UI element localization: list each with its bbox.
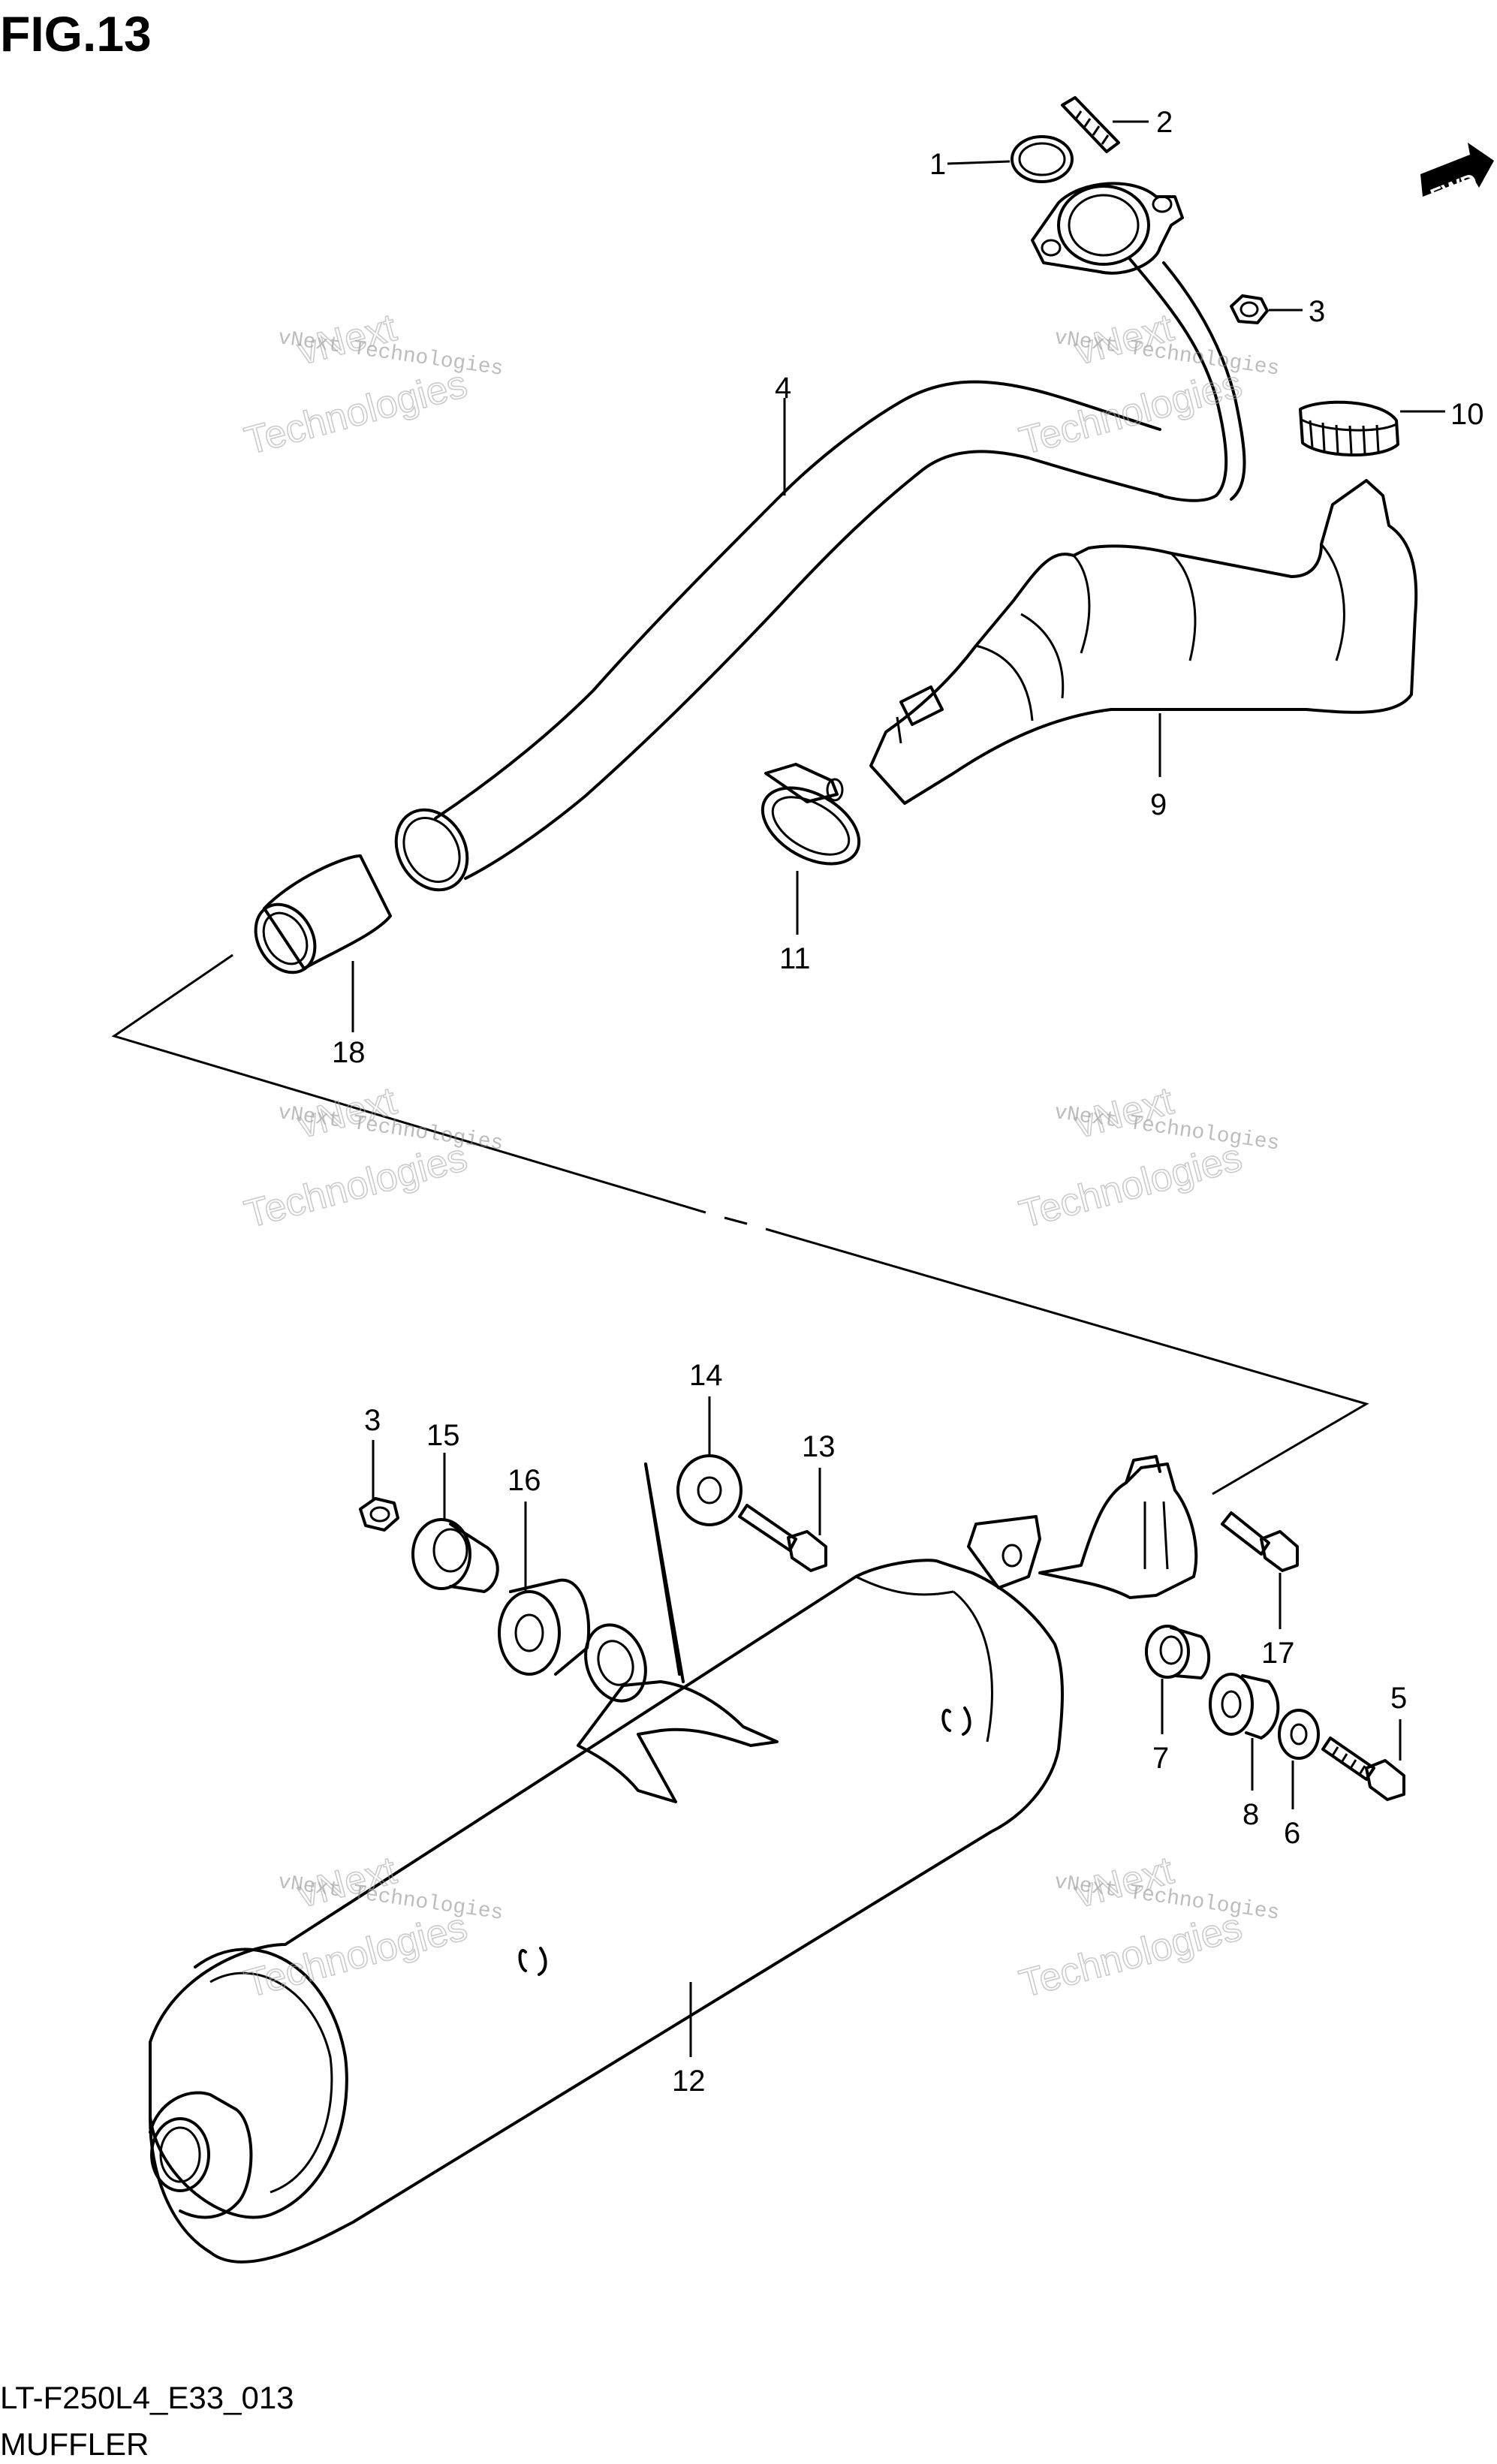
- callout-15: 15: [426, 1419, 460, 1452]
- watermark-mid-left: vNext Technologies vNext Technologies: [239, 1078, 505, 1237]
- watermark-top-left: vNext Technologies vNext Technologies: [239, 305, 505, 464]
- assembly-link-line: [111, 953, 1369, 1496]
- callout-9: 9: [1150, 788, 1167, 821]
- part-washer-6: [1278, 1709, 1320, 1760]
- part-washer-14: [676, 1454, 742, 1526]
- part-bolt-5: [1321, 1737, 1405, 1801]
- svg-text:Technologies: Technologies: [1015, 1136, 1246, 1237]
- part-nut-lower: [359, 1497, 399, 1532]
- svg-text:Technologies: Technologies: [1015, 363, 1246, 464]
- part-clamp-band: [1299, 400, 1399, 456]
- watermark-top-right: vNext Technologies vNext Technologies: [1014, 305, 1281, 464]
- figure-code: LT-F250L4_E33_013: [0, 2380, 294, 2415]
- part-hose-clamp: [761, 763, 861, 866]
- callout-14: 14: [689, 1359, 723, 1392]
- watermark-bottom-right: vNext Technologies vNext Technologies: [1014, 1848, 1281, 2007]
- part-muffler: [149, 1455, 1198, 2264]
- callout-3-upper: 3: [1309, 295, 1325, 328]
- part-bolt-13: [738, 1504, 827, 1572]
- callout-1: 1: [929, 148, 946, 181]
- part-heat-shield: [869, 479, 1418, 805]
- callout-17: 17: [1261, 1637, 1295, 1670]
- forward-direction-icon: FWD: [1420, 143, 1494, 208]
- figure-title: FIG.13: [0, 6, 152, 62]
- leader-lines: [351, 120, 1445, 2057]
- part-collar-7: [1145, 1625, 1211, 1679]
- part-exhaust-pipe: [394, 182, 1246, 892]
- watermark-mid-right: vNext Technologies vNext Technologies: [1014, 1078, 1281, 1237]
- svg-text:Technologies: Technologies: [240, 363, 471, 464]
- svg-text:Technologies: Technologies: [240, 1905, 471, 2007]
- svg-text:Technologies: Technologies: [1015, 1905, 1246, 2007]
- part-bolt-17: [1221, 1511, 1299, 1572]
- callout-11: 11: [779, 942, 811, 975]
- figure-name: MUFFLER: [0, 2426, 149, 2462]
- callout-10: 10: [1450, 398, 1484, 431]
- part-pipe-joint: [254, 854, 392, 974]
- callout-16: 16: [508, 1464, 541, 1497]
- callout-5: 5: [1390, 1682, 1407, 1715]
- callout-8: 8: [1242, 1798, 1259, 1831]
- callout-labels: 1 2 3 4 10 9 11 18 14 3 15 16 13 17 5 7 …: [332, 106, 1484, 2098]
- callout-6: 6: [1284, 1817, 1300, 1850]
- callout-3-lower: 3: [364, 1404, 381, 1437]
- callout-7: 7: [1152, 1742, 1169, 1775]
- callout-4: 4: [775, 372, 791, 405]
- part-collar-15: [411, 1518, 499, 1593]
- callout-2: 2: [1156, 106, 1173, 139]
- part-gasket-ring: [1011, 135, 1074, 183]
- callout-12: 12: [672, 2065, 706, 2098]
- part-nut-upper: [1230, 294, 1269, 324]
- callout-13: 13: [802, 1430, 836, 1463]
- watermark-bottom-left: vNext Technologies vNext Technologies: [239, 1848, 505, 2007]
- svg-text:Technologies: Technologies: [240, 1136, 471, 1237]
- part-grommet-8: [1209, 1673, 1280, 1740]
- part-stud-bolt: [1061, 96, 1120, 153]
- part-grommet-16: [498, 1578, 591, 1676]
- callout-18: 18: [332, 1036, 366, 1069]
